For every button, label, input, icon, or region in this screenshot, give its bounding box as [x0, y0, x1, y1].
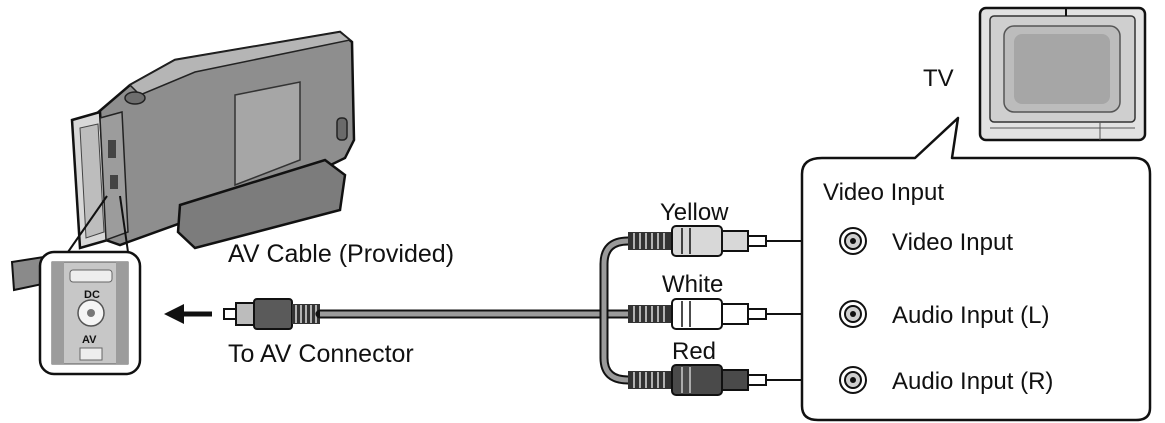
rca-jack-icon — [839, 227, 867, 255]
tv-input-panel — [800, 116, 1152, 422]
tv-icon — [978, 6, 1147, 142]
video-input-header: Video Input — [823, 179, 944, 206]
camcorder-icon — [10, 30, 356, 292]
rca-plug-yellow — [628, 225, 767, 257]
callout-line — [67, 195, 108, 253]
left-arrow-icon — [164, 304, 212, 324]
port-audio-input-r-label: Audio Input (R) — [892, 368, 1053, 395]
port-video-input-label: Video Input — [892, 229, 1013, 256]
white-label: White — [662, 271, 723, 298]
rca-plug-white — [628, 298, 767, 330]
rca-jack-icon — [839, 366, 867, 394]
av-cable-label: AV Cable (Provided) — [228, 240, 454, 268]
rca-plug-red — [628, 364, 767, 396]
to-av-connector-label: To AV Connector — [228, 340, 414, 368]
av-mini-plug-icon — [223, 298, 320, 330]
tv-label: TV — [923, 65, 954, 92]
callout-line — [119, 195, 129, 253]
rca-jack-icon — [839, 300, 867, 328]
port-audio-input-l-label: Audio Input (L) — [892, 302, 1049, 329]
av-jack-inset: DC AV — [38, 250, 142, 376]
red-label: Red — [672, 338, 716, 365]
dc-jack-label: DC — [84, 289, 100, 301]
av-jack-label: AV — [82, 334, 97, 346]
yellow-label: Yellow — [660, 199, 729, 226]
